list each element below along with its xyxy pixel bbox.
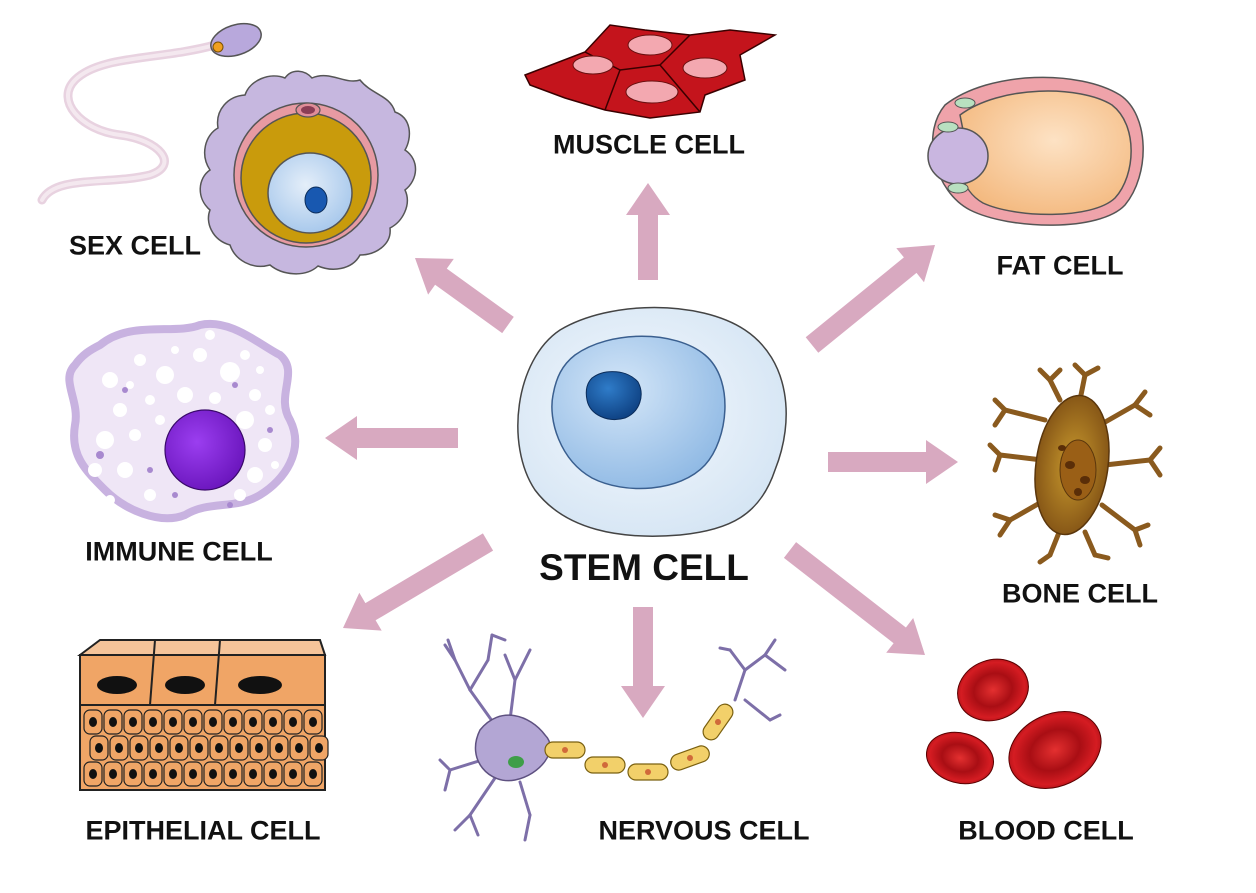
blood-cell-illustration xyxy=(926,658,1102,789)
muscle-cell-label: MUSCLE CELL xyxy=(553,129,745,160)
immune-cell-label: IMMUNE CELL xyxy=(85,536,273,567)
blood-cell-label: BLOOD CELL xyxy=(958,815,1134,846)
arrow-to-immune xyxy=(325,416,458,460)
immune-cell-illustration xyxy=(65,319,300,523)
differentiation-arrows xyxy=(325,183,958,718)
arrow-to-muscle xyxy=(626,183,670,280)
nervous-cell-label: NERVOUS CELL xyxy=(598,815,810,846)
arrow-to-epithelial xyxy=(343,533,494,631)
epithelial-cell-label: EPITHELIAL CELL xyxy=(85,815,321,846)
fat-cell-illustration xyxy=(927,76,1144,226)
arrow-to-fat xyxy=(805,245,935,353)
stem-cell-label: STEM CELL xyxy=(539,547,749,588)
bone-cell-label: BONE CELL xyxy=(1001,578,1159,609)
bone-cell-illustration xyxy=(987,362,1163,565)
sex-cell-label: SEX CELL xyxy=(68,230,202,261)
fat-cell-label: FAT CELL xyxy=(996,250,1124,281)
arrow-to-bone xyxy=(828,440,958,484)
sex-cell-illustration xyxy=(37,22,417,275)
stem-cell-illustration xyxy=(517,306,787,537)
muscle-cell-illustration xyxy=(523,24,778,119)
arrow-to-nervous xyxy=(621,607,665,718)
nervous-cell-illustration xyxy=(438,633,787,842)
epithelial-cell-illustration xyxy=(77,639,329,791)
arrow-to-blood xyxy=(783,542,925,655)
arrow-to-sex xyxy=(415,258,514,334)
